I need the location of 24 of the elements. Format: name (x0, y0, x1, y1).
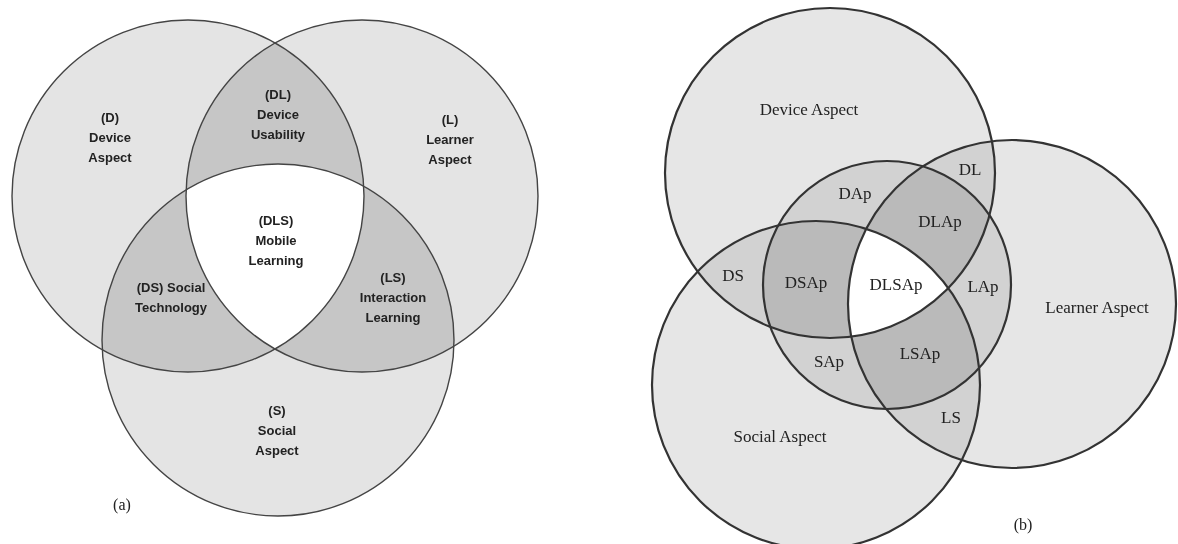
region-label: DSAp (784, 273, 828, 293)
region-label: DL (958, 160, 982, 180)
region-label: (D) Device Aspect (88, 109, 132, 167)
region-label: (L) Learner Aspect (426, 111, 474, 169)
region-label: DLAp (918, 212, 962, 232)
region-label: DS (722, 266, 744, 286)
region-label: Social Aspect (733, 427, 827, 447)
region-label: DLSAp (869, 275, 923, 295)
panel-label: (b) (1013, 516, 1033, 534)
region-label: (DLS) Mobile Learning (248, 212, 304, 270)
region-label: LS (941, 408, 961, 428)
region-label: Device Aspect (759, 100, 859, 120)
region-label: SAp (813, 352, 845, 372)
region-label: Learner Aspect (1045, 298, 1149, 318)
region-label: (DS) Social Technology (135, 279, 207, 317)
region-label: (S) Social Aspect (255, 402, 299, 460)
region-label: (LS) Interaction Learning (359, 269, 427, 327)
region-label: LAp (967, 277, 999, 297)
region-label: (DL) Device Usability (250, 86, 306, 144)
region-label: DAp (838, 184, 872, 204)
venn-circle (663, 6, 997, 340)
panel-label: (a) (113, 496, 131, 514)
venn-circle (761, 159, 1013, 411)
region-label: LSAp (899, 344, 941, 364)
